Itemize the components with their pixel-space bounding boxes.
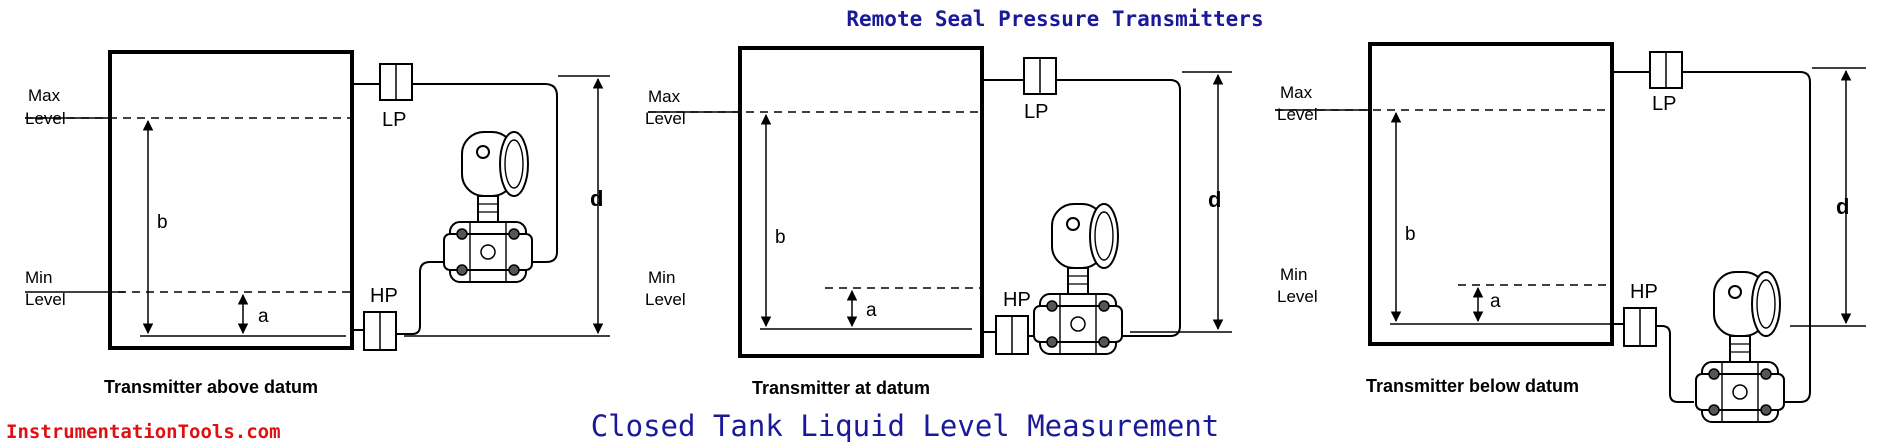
panel-caption: Transmitter below datum (1366, 376, 1579, 396)
lp-capillary (412, 83, 558, 263)
panel-caption: Transmitter at datum (752, 378, 930, 398)
lp-capillary (1056, 79, 1181, 337)
min-label-level: Level (645, 290, 686, 309)
min-label: Min (25, 268, 52, 287)
transmitter-icon (1695, 271, 1785, 423)
span-d-label: d (1836, 194, 1849, 219)
lp-label: LP (1024, 101, 1048, 123)
hp-label: HP (1630, 281, 1658, 303)
diagram-title: Remote Seal Pressure Transmitters (846, 7, 1263, 31)
span-b-label: b (157, 212, 168, 233)
max-label: Max (28, 86, 61, 105)
panel-above-datum: Max Level Min Level b a LP HP d Transmit… (25, 50, 610, 397)
tank (738, 46, 984, 358)
span-b-label: b (775, 227, 786, 248)
site-watermark: InstrumentationTools.com (6, 421, 281, 443)
panel-caption: Transmitter above datum (104, 377, 318, 397)
min-label: Min (648, 268, 675, 287)
tank (108, 50, 354, 350)
lp-capillary (1682, 71, 1811, 403)
transmitter-icon (1033, 203, 1123, 355)
span-a-label: a (258, 306, 269, 327)
diagram-subtitle: Closed Tank Liquid Level Measurement (591, 409, 1220, 443)
span-a-label: a (1490, 291, 1501, 312)
span-d-label: d (590, 186, 603, 211)
max-label: Max (648, 87, 681, 106)
min-label-level: Level (25, 290, 66, 309)
hp-capillary (396, 261, 444, 335)
panel-at-datum: Max Level Min Level b a LP HP d Transmit… (645, 46, 1232, 398)
min-label: Min (1280, 265, 1307, 284)
tank (1368, 42, 1614, 346)
max-label-level: Level (1277, 105, 1318, 124)
panel-below-datum: Max Level Min Level b a LP HP d Transmit… (1275, 42, 1866, 423)
hp-label: HP (370, 285, 398, 307)
min-label-level: Level (1277, 287, 1318, 306)
hp-capillary (1656, 325, 1694, 403)
span-b-label: b (1405, 224, 1416, 245)
lp-label: LP (1652, 93, 1676, 115)
lp-label: LP (382, 109, 406, 131)
max-label: Max (1280, 83, 1313, 102)
max-label-level: Level (25, 109, 66, 128)
span-d-label: d (1208, 187, 1221, 212)
span-a-label: a (866, 300, 877, 321)
transmitter-icon (443, 131, 533, 283)
max-label-level: Level (645, 109, 686, 128)
hp-label: HP (1003, 289, 1031, 311)
